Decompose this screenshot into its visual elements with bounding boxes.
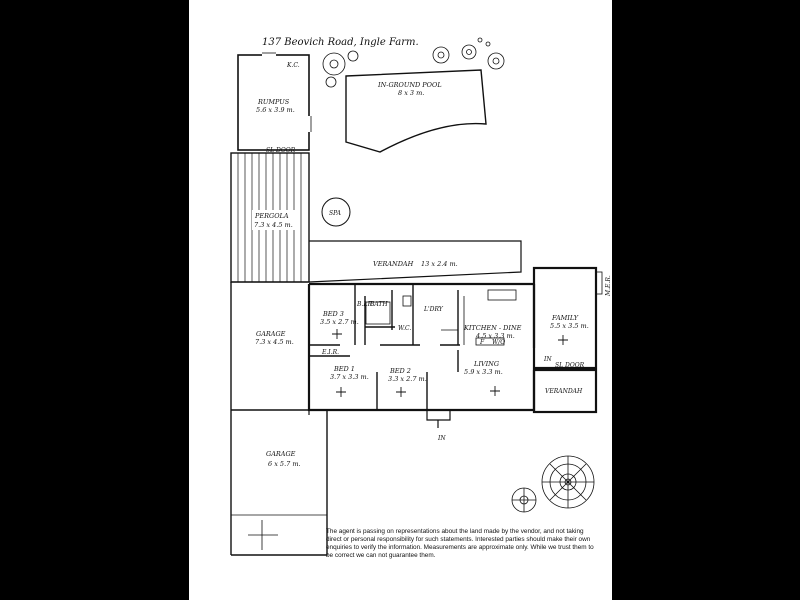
entry-in-label: IN <box>437 435 446 442</box>
family-label: FAMILY <box>551 314 579 322</box>
garage-one: GARAGE 7.3 x 4.5 m. <box>230 281 310 555</box>
bed1-dims: 3.7 x 3.3 m. <box>330 373 369 381</box>
sl-door-top-label: SL DOOR <box>266 147 296 154</box>
meter-label: M.E.R. <box>605 275 612 297</box>
verandah-dims: 13 x 2.4 m. <box>421 260 458 268</box>
rumpus-dims: 5.6 x 3.9 m. <box>256 106 295 114</box>
eir-label: E.I.R. <box>321 349 339 356</box>
wc-label: W.C. <box>398 325 411 332</box>
fw-label: F <box>479 339 485 346</box>
pool-dims: 8 x 3 m. <box>398 89 424 97</box>
verandah-label: VERANDAH <box>373 260 414 268</box>
pergola-dims: 7.3 x 4.5 m. <box>254 221 293 229</box>
bath-label: BATH <box>369 301 388 308</box>
bir-label: B.I.R. <box>356 301 374 308</box>
living-label: LIVING <box>473 360 499 368</box>
living-dims: 5.9 x 3.3 m. <box>464 368 503 376</box>
bed3-label: BED 3 <box>322 310 344 318</box>
garden-plants-top <box>322 37 505 88</box>
rumpus-room: RUMPUS 5.6 x 3.9 m. K.C. SL DOOR <box>237 52 312 154</box>
house-walls <box>307 266 598 414</box>
entry-porch: IN <box>426 410 451 442</box>
floor-plan-sheet <box>189 0 612 600</box>
verandah-area: VERANDAH 13 x 2.4 m. <box>308 240 522 283</box>
pergola-area: PERGOLA 7.3 x 4.5 m. <box>230 152 310 283</box>
family-side-annotations: M.E.R. IN SL DOOR <box>543 271 612 369</box>
bed2-label: BED 2 <box>389 367 411 375</box>
rumpus-label: RUMPUS <box>257 98 290 106</box>
garage-two: GARAGE 6 x 5.7 m. <box>231 409 328 556</box>
spa: SPA <box>321 197 351 227</box>
plan-title: 137 Beovich Road, Ingle Farm. <box>262 37 419 48</box>
sl-door-family-label: SL DOOR <box>555 362 585 369</box>
garage1-dims: 7.3 x 4.5 m. <box>255 338 294 346</box>
kitchen-label: KITCHEN - DINE <box>463 324 522 332</box>
garage2-dims: 6 x 5.7 m. <box>268 460 301 468</box>
bed3-dims: 3.5 x 2.7 m. <box>320 318 359 326</box>
interior-walls <box>309 284 517 410</box>
garden-plants-bottom <box>511 455 595 513</box>
pool-label: IN-GROUND POOL <box>377 81 442 89</box>
wo-label: W/O <box>492 339 505 346</box>
garage2-label: GARAGE <box>266 450 296 458</box>
kc-label: K.C. <box>286 62 300 69</box>
family-dims: 5.5 x 3.5 m. <box>550 322 589 330</box>
ceiling-fan-icons <box>332 329 568 397</box>
ldry-label: L'DRY <box>423 306 444 313</box>
in-marker-label: IN <box>543 356 552 363</box>
in-ground-pool: IN-GROUND POOL 8 x 3 m. <box>345 69 487 153</box>
garage1-label: GARAGE <box>256 330 286 338</box>
disclaimer-text: The agent is passing on representations … <box>326 528 594 559</box>
verandah2-label: VERANDAH <box>545 388 583 395</box>
bed1-label: BED 1 <box>333 365 355 373</box>
bed2-dims: 3.3 x 2.7 m. <box>388 375 427 383</box>
pergola-label: PERGOLA <box>254 212 289 220</box>
kitchen-dims: 4.5 x 3.3 m. <box>475 332 515 340</box>
spa-label: SPA <box>329 210 342 217</box>
